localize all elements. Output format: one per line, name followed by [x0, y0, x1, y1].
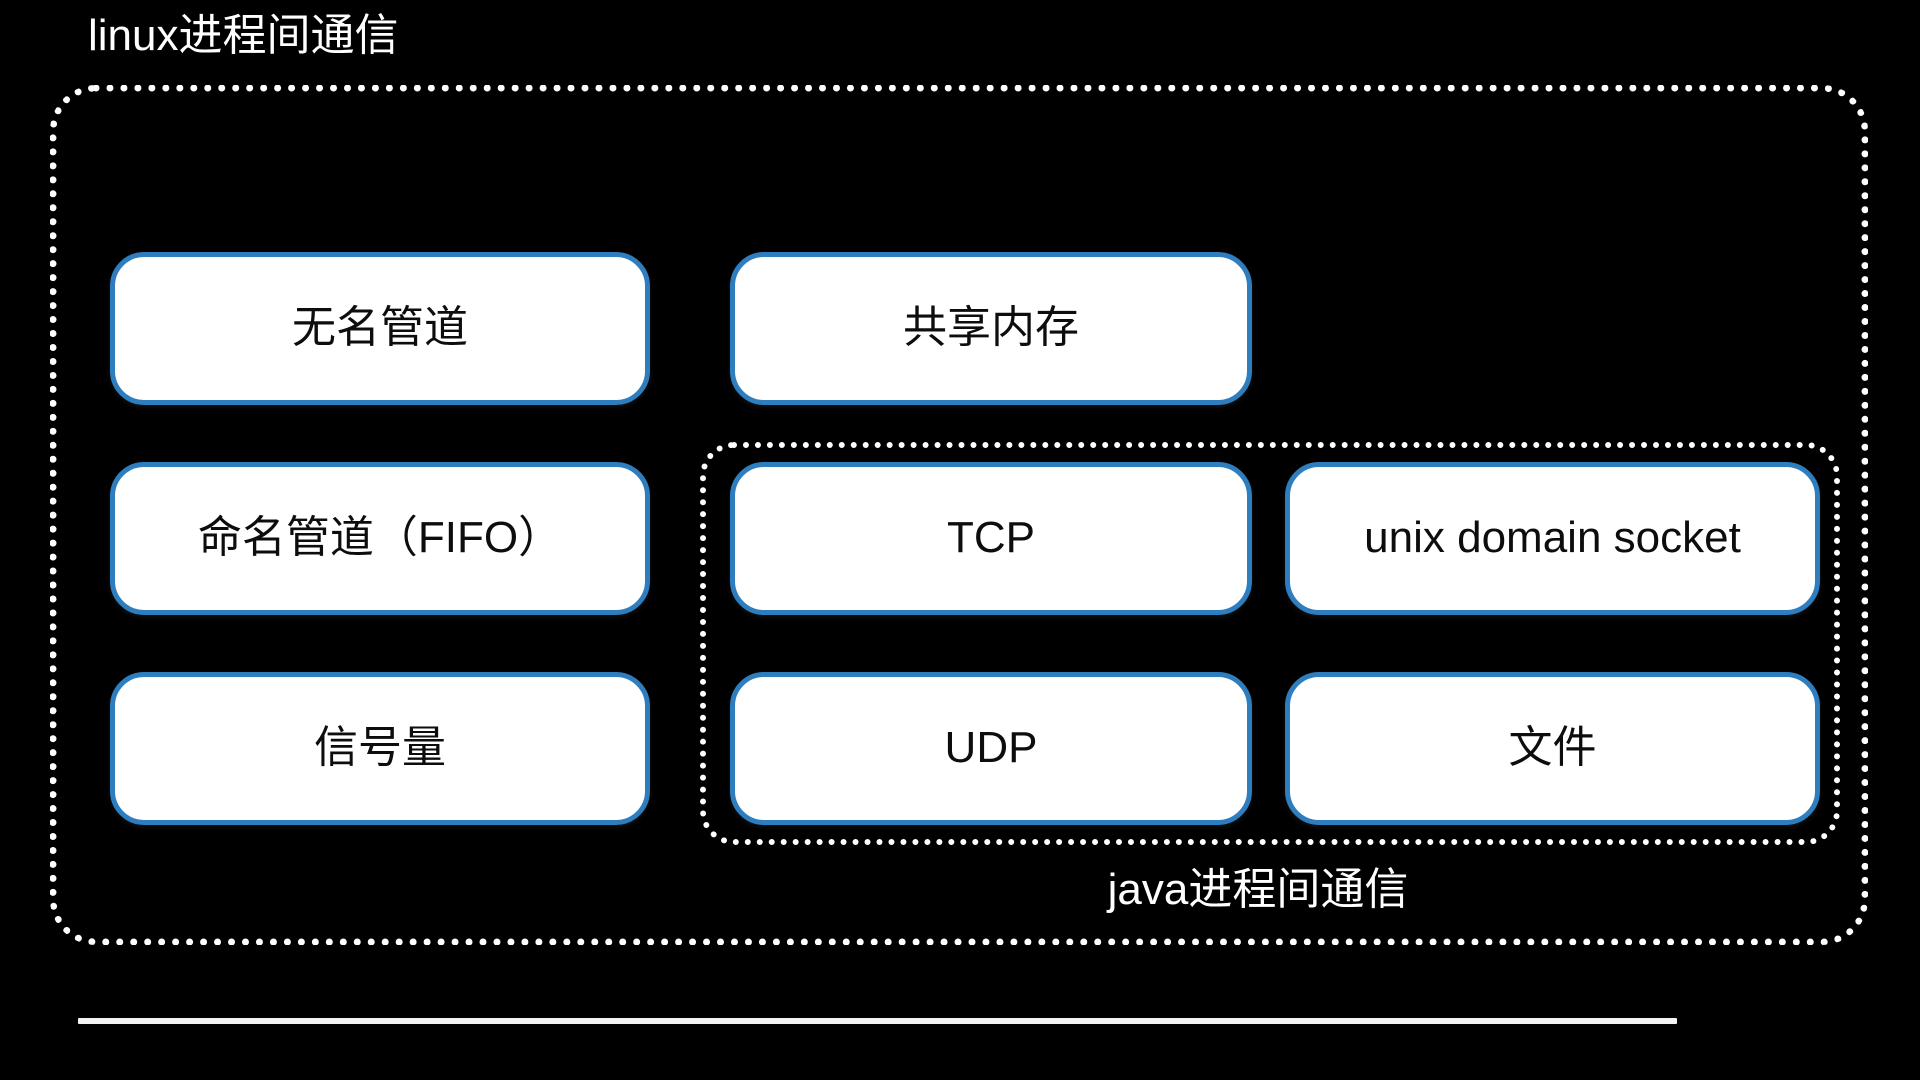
group-java-ipc	[700, 442, 1840, 845]
node-file[interactable]: 文件	[1285, 672, 1820, 825]
node-named-pipe[interactable]: 命名管道（FIFO）	[110, 462, 650, 615]
node-semaphore[interactable]: 信号量	[110, 672, 650, 825]
bottom-divider	[78, 1018, 1677, 1024]
inner-group-title: java进程间通信	[1107, 865, 1409, 914]
group-linux-ipc	[50, 85, 1868, 945]
node-tcp[interactable]: TCP	[730, 462, 1252, 615]
node-unix-domain-socket[interactable]: unix domain socket	[1285, 462, 1820, 615]
node-udp[interactable]: UDP	[730, 672, 1252, 825]
outer-group-title: linux进程间通信	[88, 11, 399, 60]
node-unnamed-pipe[interactable]: 无名管道	[110, 252, 650, 405]
node-shared-memory[interactable]: 共享内存	[730, 252, 1252, 405]
